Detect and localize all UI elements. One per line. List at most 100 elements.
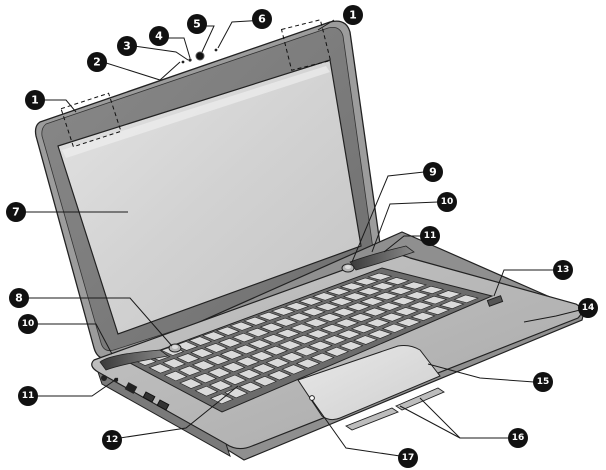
keyboard-key: [275, 328, 301, 339]
svg-text:17: 17: [402, 453, 415, 463]
keyboard-key: [303, 318, 329, 328]
keyboard-key: [249, 351, 274, 361]
keyboard-key: [356, 287, 382, 296]
keyboard-key: [436, 290, 462, 299]
keyboard-key: [315, 302, 340, 312]
leader-lines: [24, 19, 581, 457]
microphone-right: [214, 48, 218, 52]
svg-text:1: 1: [349, 9, 357, 22]
callout-16: 16: [508, 428, 528, 448]
keyboard-key: [376, 302, 402, 311]
keyboard-key: [294, 346, 319, 357]
keyboard-key: [204, 343, 228, 353]
keyboard-key: [379, 312, 405, 322]
keyboard-key: [359, 297, 385, 306]
callout-11-right: 11: [420, 226, 440, 246]
keyboard-key: [179, 378, 203, 389]
keyboard-key: [247, 339, 272, 349]
webcam-led: [188, 58, 192, 62]
keyboard-key: [252, 376, 277, 387]
keyboard-keys: [133, 272, 479, 405]
keyboard-key: [177, 365, 202, 376]
keyboard-key: [320, 323, 345, 334]
keyboard-key: [306, 329, 331, 339]
callout-3: 3: [117, 36, 137, 56]
svg-text:7: 7: [12, 206, 20, 219]
callout-17: 17: [398, 448, 418, 468]
svg-text:13: 13: [557, 265, 570, 275]
keyboard-key: [424, 306, 451, 315]
keyboard-key: [295, 358, 321, 369]
keyboard-key: [421, 295, 448, 305]
keyboard-key: [267, 370, 292, 381]
keyboard-key: [265, 357, 290, 368]
keyboard-key: [407, 301, 433, 311]
keyboard-key: [317, 313, 343, 322]
callout-2: 2: [87, 52, 107, 72]
keyboard-key: [237, 369, 262, 380]
svg-text:15: 15: [537, 377, 550, 387]
antenna-area-left: [60, 92, 122, 148]
left-side-edge: [97, 370, 231, 458]
keyboard-key: [418, 285, 445, 295]
power-button: [341, 263, 355, 273]
usb-port-1: [142, 391, 156, 403]
keyboard-key: [273, 317, 298, 327]
keyboard-key: [261, 334, 287, 344]
touchpad-surface: [297, 345, 441, 421]
keyboard-key: [229, 321, 254, 331]
display-lid: [34, 20, 383, 360]
keyboard-key: [190, 348, 214, 358]
keyboard-key: [279, 352, 305, 362]
keyboard-key: [342, 292, 368, 301]
usb-port-2: [156, 399, 170, 411]
keyboard-key: [163, 370, 188, 382]
keyboard-key: [207, 367, 232, 378]
keyboard-key: [224, 387, 249, 399]
keyboard-key: [387, 286, 413, 295]
keyboard-key: [312, 292, 337, 301]
keyboard-key: [390, 296, 416, 306]
callout-1-right: 1: [343, 5, 363, 25]
svg-text:5: 5: [193, 18, 201, 31]
keyboard-key: [221, 362, 246, 373]
callout-4: 4: [149, 26, 169, 46]
keyboard-key: [194, 385, 219, 397]
svg-text:12: 12: [106, 435, 119, 445]
keyboard-key: [325, 287, 351, 296]
keyboard-key: [453, 294, 479, 304]
keyboard-key: [188, 336, 213, 346]
svg-text:11: 11: [424, 231, 437, 241]
keyboard-key: [259, 322, 284, 332]
keyboard-key: [245, 327, 270, 338]
touchpad: [297, 345, 445, 431]
keyboard-key: [331, 307, 357, 317]
svg-text:16: 16: [512, 433, 525, 443]
keyboard-key: [277, 340, 303, 350]
svg-text:4: 4: [155, 30, 163, 43]
callout-6: 6: [252, 9, 272, 29]
keyboard-key: [353, 335, 378, 345]
security-lock-slot: [101, 375, 107, 381]
keyboard-key: [370, 282, 396, 291]
keyboard-key: [243, 316, 268, 326]
callout-10-right: 10: [437, 192, 457, 212]
microphone-left: [181, 60, 185, 64]
keyboard-key: [251, 363, 276, 374]
keyboard-key: [270, 306, 296, 316]
keyboard-key: [381, 323, 407, 333]
keyboard-key: [308, 340, 333, 351]
callouts: 1 1 2 3 4 5 6 7 8 9 10 10 11 11 12 13 14…: [6, 5, 598, 468]
callout-15: 15: [533, 372, 553, 392]
callout-10-left: 10: [18, 314, 38, 334]
keyboard-key: [263, 345, 289, 356]
keyboard-key: [365, 318, 391, 328]
webcam-lens: [195, 51, 205, 61]
antenna-area-right: [280, 19, 332, 71]
keyboard-key: [401, 281, 428, 290]
callout-1-left: 1: [25, 90, 45, 110]
keyboard-key: [439, 300, 465, 309]
keyboard-key: [191, 360, 216, 371]
keyboard-key: [233, 344, 258, 355]
